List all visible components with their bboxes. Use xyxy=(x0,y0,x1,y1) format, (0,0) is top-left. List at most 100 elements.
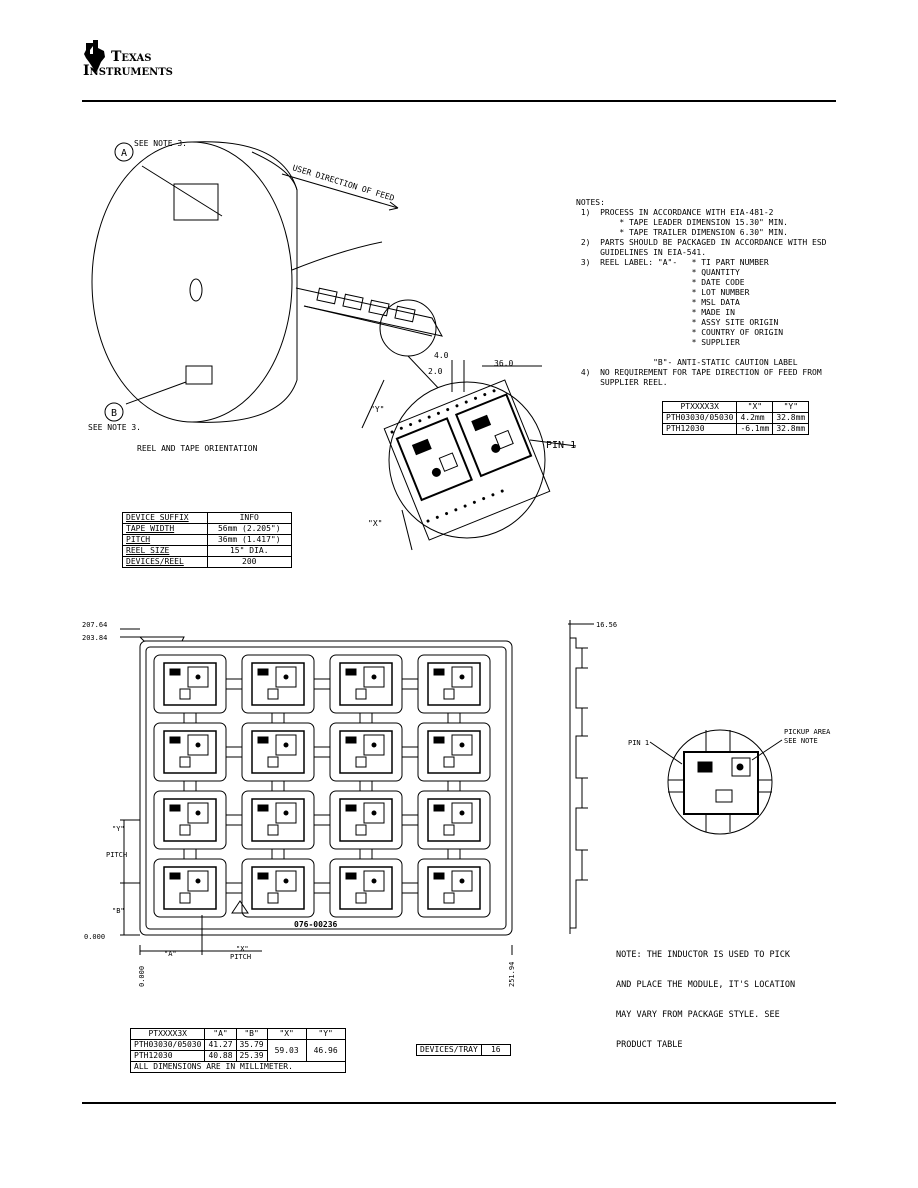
tray-header-y: "Y" xyxy=(305,1028,346,1040)
recycle-icon xyxy=(231,900,249,914)
table-row: PITCH 36mm (1.417") xyxy=(122,534,292,546)
pickup-area-1: PICKUP AREA xyxy=(784,728,831,736)
table-row: PTH12030 40.88 25.39 xyxy=(129,1050,346,1062)
tray-header-b: "B" xyxy=(235,1028,268,1040)
table-row: PTH12030 -6.1mm 32.8mm xyxy=(661,423,810,435)
pickup-pin1: PIN 1 xyxy=(628,739,649,747)
note-line: * QUANTITY xyxy=(576,268,740,277)
note-line: * COUNTRY OF ORIGIN xyxy=(576,328,784,337)
see-note-a: SEE NOTE 3. xyxy=(134,139,187,148)
dim-top2: 203.84 xyxy=(82,634,107,642)
table-row: PTXXXX3X "A" "B" "X" "Y" xyxy=(129,1028,346,1040)
note-line: 3) REEL LABEL: "A"- * TI PART NUMBER xyxy=(576,258,769,267)
tray-pocket xyxy=(329,858,403,918)
tray-note-line: PRODUCT TABLE xyxy=(616,1040,683,1050)
feed-arrow xyxy=(281,173,399,211)
device-header-info: INFO xyxy=(206,512,292,524)
dim-zero-y: 0.000 xyxy=(84,933,105,941)
notes-block: 1) PROCESS IN ACCORDANCE WITH EIA-481-2 … xyxy=(576,208,827,388)
table-cell: 25.39 xyxy=(235,1050,268,1062)
pickup-detail: PIN 1 PICKUP AREA SEE NOTE xyxy=(628,728,831,835)
dim-side: 16.56 xyxy=(596,621,617,629)
ti-state-icon xyxy=(84,40,105,74)
tray-drawing: 207.64 203.84 0.000 "Y" PITCH "B" "A" "X… xyxy=(82,621,516,987)
tray-pocket xyxy=(153,654,227,714)
table-cell: 35.79 xyxy=(235,1039,268,1051)
label-b-box xyxy=(185,365,213,385)
footer-rule xyxy=(82,1102,836,1104)
devices-tray-label: DEVICES/TRAY xyxy=(416,1044,482,1056)
table-cell: 59.03 xyxy=(266,1039,307,1062)
label-b: B xyxy=(111,408,117,419)
header-rule xyxy=(82,100,836,102)
table-row: DEVICES/REEL 200 xyxy=(122,556,292,568)
tray-note-line: NOTE: THE INDUCTOR IS USED TO PICK xyxy=(616,950,790,960)
table-row: PTXXXX3X "X" "Y" xyxy=(661,401,810,413)
pin1-label: PIN 1 xyxy=(546,440,576,451)
table-cell: 15" DIA. xyxy=(206,545,292,557)
table-cell: 32.8mm xyxy=(772,423,810,435)
note-line: * LOT NUMBER xyxy=(576,288,750,297)
b-label: "B" xyxy=(112,907,125,915)
tray-pocket xyxy=(241,790,315,850)
note-line xyxy=(576,348,826,358)
table-cell: 200 xyxy=(206,556,292,568)
note-line: * SUPPLIER xyxy=(576,338,740,347)
tray-marking: 076-00236 xyxy=(294,920,338,929)
company-line1: Texas xyxy=(111,49,152,65)
ti-logo: Texas Instruments xyxy=(83,40,198,80)
label-a-box xyxy=(173,183,219,221)
tray-pocket xyxy=(329,654,403,714)
table-row: REEL SIZE 15" DIA. xyxy=(122,545,292,557)
tray-pocket xyxy=(417,722,491,782)
label-a: A xyxy=(121,148,127,159)
tray-pocket xyxy=(153,790,227,850)
dim-36: 36.0 xyxy=(494,359,513,368)
tray-pocket xyxy=(241,722,315,782)
note-line: * DATE CODE xyxy=(576,278,745,287)
tray-side-profile: 16.56 xyxy=(568,620,617,934)
tray-tab xyxy=(138,636,185,642)
table-row: DEVICES/TRAY 16 xyxy=(416,1044,511,1056)
tape-detail xyxy=(361,360,577,551)
devices-tray-table: DEVICES/TRAY 16 xyxy=(416,1044,511,1056)
dim-x: "X" xyxy=(368,519,382,528)
note-line: * MADE IN xyxy=(576,308,735,317)
device-table: DEVICE SUFFIX INFO TAPE WIDTH 56mm (2.20… xyxy=(122,512,292,568)
reel-tape-drawing: A B SEE NOTE 3. SEE NOTE 3. REEL AND TAP… xyxy=(88,139,576,551)
tray-pocket xyxy=(417,654,491,714)
tray-table-footer: ALL DIMENSIONS ARE IN MILLIMETER. xyxy=(130,1061,346,1073)
tray-note-line: AND PLACE THE MODULE, IT'S LOCATION xyxy=(616,980,796,990)
tray-pocket xyxy=(417,858,491,918)
tray-pocket xyxy=(241,654,315,714)
table-cell: PTH12030 xyxy=(129,1050,206,1062)
xy-header-y: "Y" xyxy=(772,401,810,413)
table-cell: PTH03030/05030 xyxy=(661,412,738,424)
table-cell: 36mm (1.417") xyxy=(206,534,292,546)
tray-pocket xyxy=(329,722,403,782)
x-pitch-1: "X" xyxy=(236,945,249,953)
table-cell: 41.27 xyxy=(204,1039,237,1051)
device-header-suffix: DEVICE SUFFIX xyxy=(122,512,208,524)
note-line: "B"- ANTI-STATIC CAUTION LABEL xyxy=(576,358,798,367)
table-cell: -6.1mm xyxy=(736,423,774,435)
feed-direction-label: USER DIRECTION OF FEED xyxy=(291,163,395,203)
tray-pocket xyxy=(153,858,227,918)
reel-body xyxy=(91,141,298,423)
xy-header-x: "X" xyxy=(736,401,774,413)
x-pitch-2: PITCH xyxy=(230,953,251,961)
dim-4: 4.0 xyxy=(434,351,449,360)
reel-caption: REEL AND TAPE ORIENTATION xyxy=(137,444,258,453)
tray-header-part: PTXXXX3X xyxy=(129,1028,206,1040)
y-pitch-2: PITCH xyxy=(106,851,127,859)
table-row: ALL DIMENSIONS ARE IN MILLIMETER. xyxy=(130,1061,346,1073)
tray-cells xyxy=(153,654,491,918)
dim-width: 251.94 xyxy=(508,962,516,987)
table-cell: 40.88 xyxy=(204,1050,237,1062)
tray-pocket xyxy=(329,790,403,850)
note-line: 1) PROCESS IN ACCORDANCE WITH EIA-481-2 xyxy=(576,208,774,217)
table-row: PTH03030/05030 4.2mm 32.8mm xyxy=(661,412,810,424)
note-line: SUPPLIER REEL. xyxy=(576,378,668,387)
note-line: 2) PARTS SHOULD BE PACKAGED IN ACCORDANC… xyxy=(576,238,827,247)
table-cell: DEVICES/REEL xyxy=(122,556,208,568)
